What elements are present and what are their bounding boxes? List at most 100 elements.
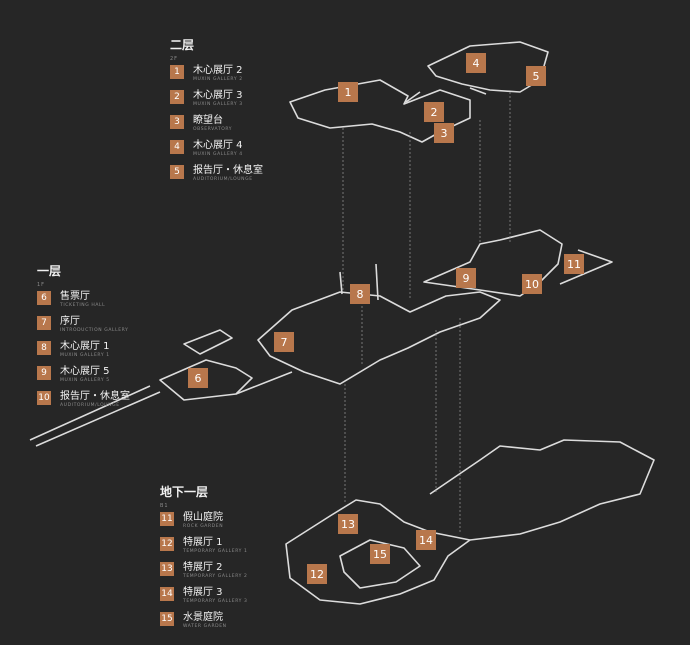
plan-b1-garden-outline [429,439,655,541]
room-label-10: 10 [525,278,539,291]
plan-1f-main [257,291,501,385]
legend-label: 瞭望台 [193,115,223,126]
legend-number: 4 [170,140,184,154]
legend-number: 13 [160,562,174,576]
legend-label-en: ROCK GARDEN [183,524,224,529]
legend-label: 报告厅・休息室 [60,391,130,402]
legend-label-en: MUXIN GALLERY 5 [60,378,110,383]
room-marker-8 [350,284,370,304]
legend-number: 3 [170,115,184,129]
room-marker-7 [274,332,294,352]
plan-1f-corridor [29,329,293,447]
legend-number: 8 [37,341,51,355]
room-label-11: 11 [567,258,581,271]
room-marker-14 [416,530,436,550]
room-marker-5 [526,66,546,86]
plan-1f-west-wing [159,359,253,401]
room-marker-6 [188,368,208,388]
room-marker-12 [307,564,327,584]
legend-number: 11 [160,512,174,526]
room-marker-15 [370,544,390,564]
legend-label: 特展厅 1 [183,537,223,548]
legend-label: 木心展厅 3 [193,90,243,101]
plan-2f-outline [289,79,471,143]
room-label-9: 9 [463,272,470,285]
floor-subtitle-2f: 2F [170,56,179,62]
legend-label-en: MUXIN GALLERY 4 [193,152,243,157]
legend-number: 2 [170,90,184,104]
legend-number: 6 [37,291,51,305]
room-label-5: 5 [533,70,540,83]
plan-b1-inner [339,539,421,589]
room-marker-9 [456,268,476,288]
room-label-3: 3 [441,127,448,140]
legend-label-en: TEMPORARY GALLERY 1 [183,549,248,554]
room-label-7: 7 [281,336,288,349]
floor-subtitle-1f: 1F [37,282,46,288]
legend-label-en: OBSERVATORY [193,127,233,132]
room-label-13: 13 [341,518,355,531]
legend-label-en: TEMPORARY GALLERY 2 [183,574,248,579]
room-label-1: 1 [345,86,352,99]
legend-number: 5 [170,165,184,179]
floor-title-1f: 一层 [37,264,62,278]
room-label-15: 15 [373,548,387,561]
floor-subtitle-b1: B1 [160,503,169,509]
floor-title-2f: 二层 [170,38,195,52]
room-marker-4 [466,53,486,73]
room-marker-10 [522,274,542,294]
legend-number: 12 [160,537,174,551]
legend-label-en: INTRODUCTION GALLERY [60,328,129,333]
legend-label: 水景庭院 [183,612,223,623]
legend-label-en: AUDITORIUM/LOUNGE [193,177,253,182]
room-marker-11 [564,254,584,274]
legend-label: 木心展厅 1 [60,341,110,352]
room-label-4: 4 [473,57,480,70]
room-label-2: 2 [431,106,438,119]
legend-label-en: MUXIN GALLERY 2 [193,77,243,82]
room-marker-1 [338,82,358,102]
room-label-12: 12 [310,568,324,581]
legend-number: 15 [160,612,174,626]
plan-1f-wall-1 [339,263,379,301]
room-marker-13 [338,514,358,534]
legend-label: 特展厅 2 [183,562,223,573]
legend-label: 售票厅 [60,291,90,302]
legend-label-en: MUXIN GALLERY 3 [193,102,243,107]
room-label-14: 14 [419,534,433,547]
legend-label-en: AUDITORIUM/LOUNGE [60,403,120,408]
room-label-6: 6 [195,372,202,385]
legend-label: 序厅 [60,316,80,327]
legend-label: 木心展厅 2 [193,65,243,76]
legend-label: 报告厅・休息室 [193,165,263,176]
legend-number: 7 [37,316,51,330]
room-marker-3 [434,123,454,143]
legend-label: 假山庭院 [183,512,223,523]
legend-label-en: TEMPORARY GALLERY 3 [183,599,248,604]
legend-number: 10 [37,391,51,405]
legend-label-en: TICKETING HALL [60,303,106,308]
legend-label-en: WATER GARDEN [183,624,227,629]
plan-b1-main [285,499,471,605]
legend-number: 14 [160,587,174,601]
room-label-8: 8 [357,288,364,301]
room-marker-2 [424,102,444,122]
floor-title-b1: 地下一层 [160,485,209,499]
